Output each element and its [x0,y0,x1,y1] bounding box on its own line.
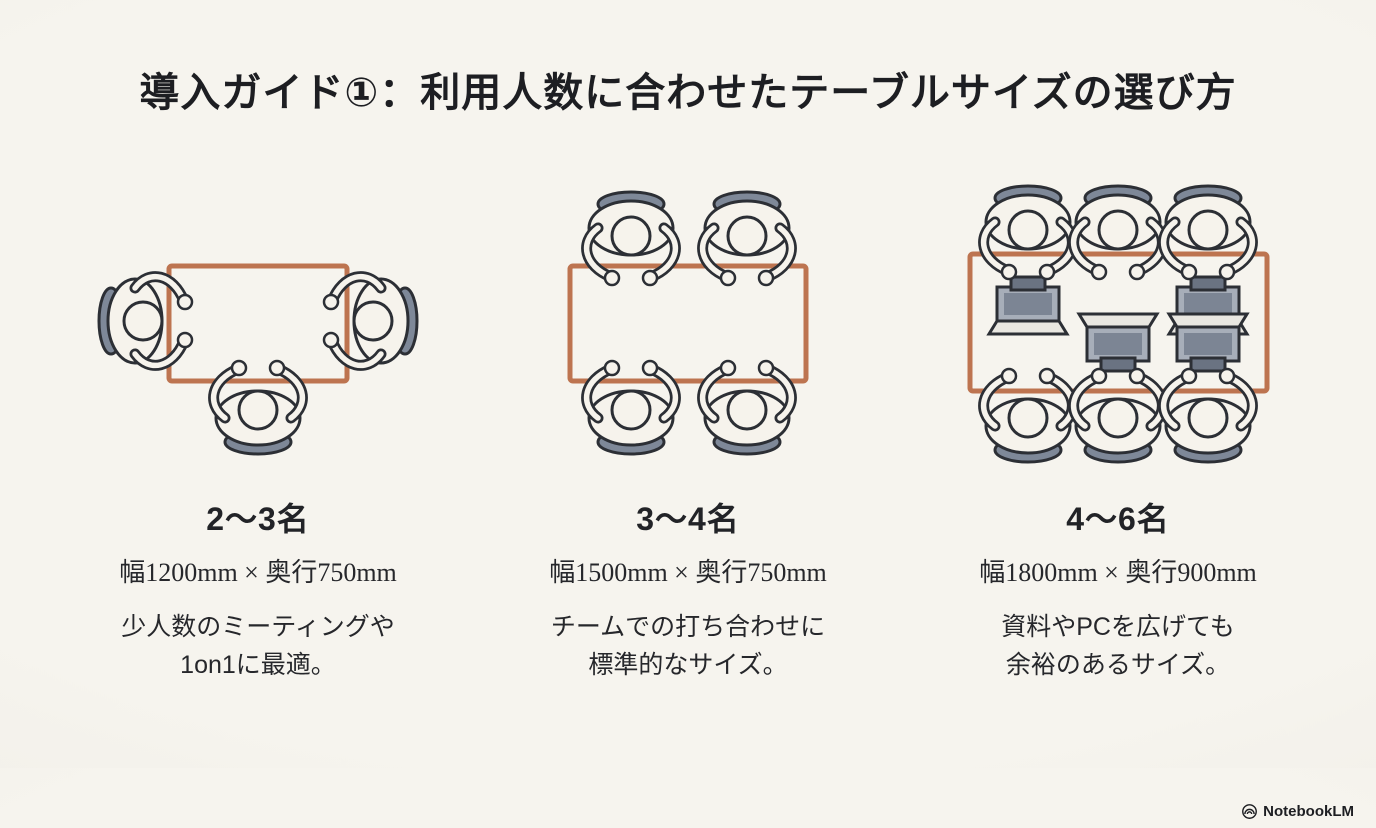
notebooklm-logo-icon [1242,804,1258,819]
person-bottom-right-icon [1164,369,1253,462]
person-top-middle-icon [1074,186,1163,279]
person-bottom-right-icon [703,361,792,454]
capacity-label: 3〜4名 [636,501,740,537]
description-line-1: 資料やPCを広げても [1001,613,1235,641]
description-line-2: 標準的なサイズ。 [588,650,788,679]
person-bottom-left-icon [984,369,1073,462]
person-top-left-icon [587,192,676,285]
description-text: 資料やPCを広げても 余裕のあるサイズ。 [1001,609,1234,684]
dimensions-label: 幅1200mm × 奥行750mm [119,558,397,587]
laptop-bottom-right-icon [1167,312,1249,373]
description-line-1: チームでの打ち合わせに [550,613,826,641]
table-outline [166,263,350,384]
capacity-label: 4〜6名 [1066,501,1170,537]
page-title: 導入ガイド①：利用人数に合わせたテーブルサイズの選び方 [139,71,1237,115]
capacity-label: 2〜3名 [206,501,310,537]
person-right-icon [324,277,417,366]
description-line-1: 少人数のミーティングや [121,613,395,641]
size-guide-columns: 2〜3名 幅1200mm × 奥行750mm 少人数のミーティングや 1on1に… [0,184,1376,684]
footer-brand-text: NotebookLM [1263,803,1354,820]
column-3-4: 3〜4名 幅1500mm × 奥行750mm チームでの打ち合わせに 標準的なサ… [475,184,901,684]
footer-brand: NotebookLM [1241,803,1354,820]
table-outline [567,263,809,384]
column-4-6: 4〜6名 幅1800mm × 奥行900mm 資料やPCを広げても 余裕のあるサ… [905,184,1331,684]
table-illustration-3-4 [567,184,809,484]
description-text: 少人数のミーティングや 1on1に最適。 [121,609,395,684]
description-line-2: 1on1に最適。 [180,650,336,679]
table-illustration-2-3 [68,263,448,484]
person-bottom-left-icon [587,361,676,454]
dimensions-label: 幅1500mm × 奥行750mm [549,558,827,587]
person-top-right-icon [703,192,792,285]
description-text: チームでの打ち合わせに 標準的なサイズ。 [551,609,825,684]
person-top-left-icon [984,186,1073,279]
person-bottom-middle-icon [1074,369,1163,462]
laptop-top-left-icon [987,275,1069,336]
table-outline [967,251,1270,394]
table-illustration-4-6 [967,184,1270,484]
laptop-bottom-middle-icon [1077,312,1159,373]
person-left-icon [99,277,192,366]
description-line-2: 余裕のあるサイズ。 [1005,650,1231,679]
person-bottom-icon [214,361,303,454]
column-2-3: 2〜3名 幅1200mm × 奥行750mm 少人数のミーティングや 1on1に… [45,184,471,684]
person-top-right-icon [1164,186,1253,279]
dimensions-label: 幅1800mm × 奥行900mm [979,558,1257,587]
